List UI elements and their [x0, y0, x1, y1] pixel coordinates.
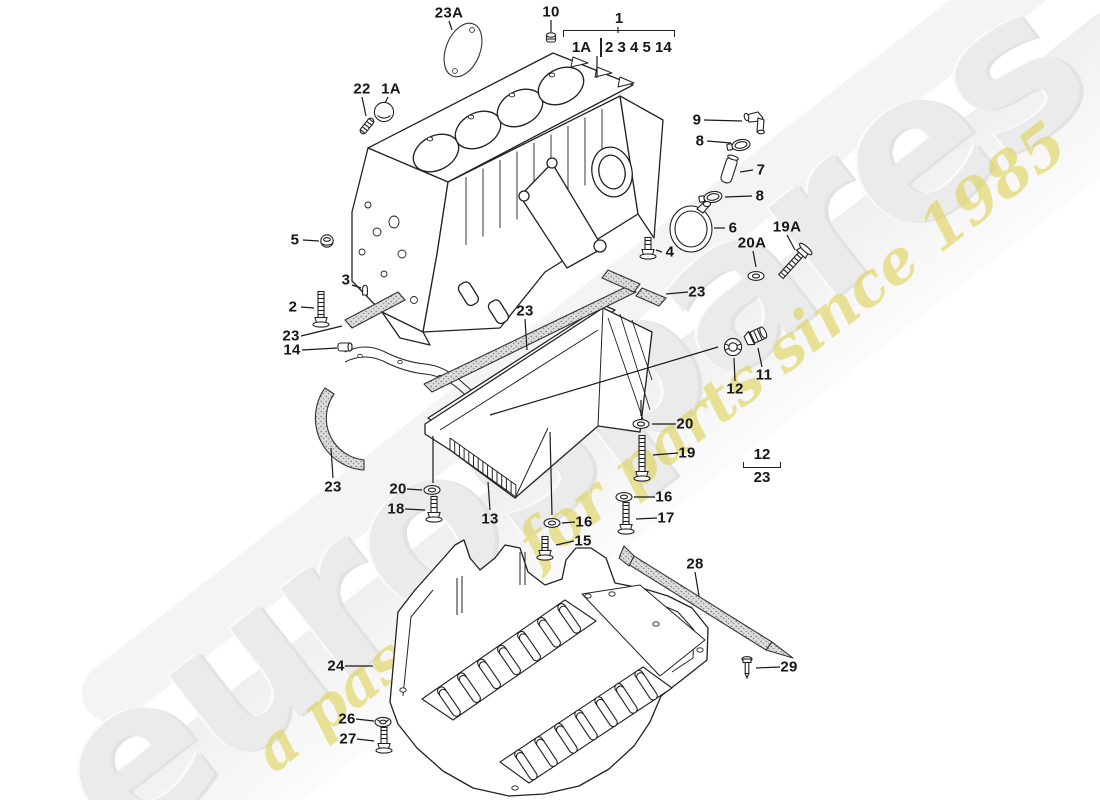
leader-line — [330, 447, 334, 479]
assembly-line — [549, 431, 553, 516]
washer-icon — [423, 485, 441, 495]
leader-line — [757, 347, 763, 368]
vent-slot — [514, 749, 538, 781]
end-cover-plate — [443, 22, 483, 78]
belly-pan-seal-strip — [618, 545, 635, 567]
group-bracket — [563, 30, 675, 37]
group-divider — [600, 38, 602, 57]
core-plug-icon — [373, 101, 395, 123]
leader-line — [755, 666, 781, 669]
leader-line — [752, 250, 757, 268]
bolt-icon — [633, 434, 651, 482]
oil-pan-drawing — [424, 304, 653, 499]
screw-icon — [741, 656, 753, 680]
bolt-icon — [617, 501, 635, 535]
plug-sleeve-icon — [337, 342, 353, 352]
leader-line — [724, 195, 753, 198]
pan-gasket-corner — [601, 269, 641, 293]
washer-icon — [632, 419, 650, 429]
pan-gasket-strip — [423, 285, 637, 393]
leader-line — [733, 357, 736, 382]
oval-cover-gasket — [314, 387, 365, 471]
leader-line — [739, 169, 754, 173]
assembly-group-callout: 1 1A 2 3 4 5 14 — [563, 10, 675, 57]
leader-line — [524, 318, 528, 351]
breather-elbow-icon — [743, 111, 765, 135]
group-member-parts: 2 3 4 5 14 — [604, 39, 672, 56]
sealing-nut-icon — [320, 234, 334, 248]
hose-icon — [720, 154, 739, 184]
leader-line — [706, 140, 732, 144]
leader-line — [351, 284, 362, 289]
bolt-icon — [777, 242, 813, 280]
vent-slot — [537, 617, 561, 648]
leader-line — [635, 517, 658, 520]
ratio-bottom: 23 — [753, 469, 771, 486]
cap-nut-icon — [545, 32, 557, 43]
small-gasket-strip — [344, 291, 406, 329]
speed-nut-icon — [374, 716, 392, 728]
ratio-top: 12 — [753, 446, 771, 463]
leader-line — [384, 96, 389, 104]
leader-line — [555, 540, 575, 546]
group-alt-part: 1A — [571, 39, 592, 56]
belly-pan-seal-strip — [765, 641, 794, 659]
leader-line — [361, 96, 367, 117]
vent-slot — [557, 603, 582, 634]
assembly-line — [489, 346, 719, 416]
threaded-plug-icon — [743, 326, 768, 346]
vent-slot — [534, 736, 558, 767]
cylinder-block-drawing — [344, 52, 664, 429]
seal-ring-icon — [723, 337, 743, 357]
vent-slot — [457, 672, 481, 703]
leader-line — [300, 325, 343, 337]
leader-line — [448, 20, 453, 31]
bolt-icon — [425, 495, 443, 523]
leader-line — [404, 508, 426, 511]
leader-line — [652, 452, 679, 456]
bolt-icon — [639, 236, 657, 260]
vent-slot — [574, 709, 598, 741]
washer-icon — [543, 518, 561, 528]
leader-line — [300, 306, 315, 309]
washer-icon — [615, 492, 633, 502]
leader-line — [406, 488, 423, 491]
leader-line — [301, 347, 338, 351]
vent-slot — [497, 644, 521, 676]
stud-icon — [359, 117, 375, 135]
cover-plate-icon — [669, 200, 713, 253]
leader-line — [703, 119, 743, 122]
leader-line — [694, 571, 700, 597]
leader-line — [356, 738, 375, 742]
vent-slot — [477, 658, 501, 690]
bolt-icon — [536, 535, 554, 561]
leader-line — [665, 291, 689, 295]
vent-slot — [594, 696, 618, 728]
leader-line — [302, 239, 320, 242]
bolt-icon — [375, 726, 393, 754]
vent-slot — [634, 669, 658, 701]
leader-line — [561, 521, 576, 524]
leader-line — [786, 234, 796, 251]
hardware-icons-layer — [312, 32, 813, 754]
leader-line — [487, 481, 491, 511]
vent-slot — [517, 630, 541, 662]
washer-icon — [747, 271, 765, 281]
vent-slot — [554, 722, 578, 754]
vent-slot — [436, 686, 461, 717]
leader-line — [655, 249, 663, 253]
ratio-callout: 12 23 — [741, 447, 783, 486]
hose-clamp-icon — [726, 138, 751, 152]
leader-line — [355, 718, 375, 722]
gasket-drawings — [314, 22, 794, 659]
dowel-pin-icon — [362, 284, 368, 296]
group-number: 1 — [614, 10, 624, 27]
belly-pan-drawing — [389, 539, 709, 797]
leader-lines-layer — [300, 20, 796, 742]
bolt-icon — [312, 290, 330, 328]
vent-slot — [614, 683, 638, 714]
pan-gasket-corner — [635, 287, 667, 307]
ratio-bracket — [743, 462, 781, 468]
